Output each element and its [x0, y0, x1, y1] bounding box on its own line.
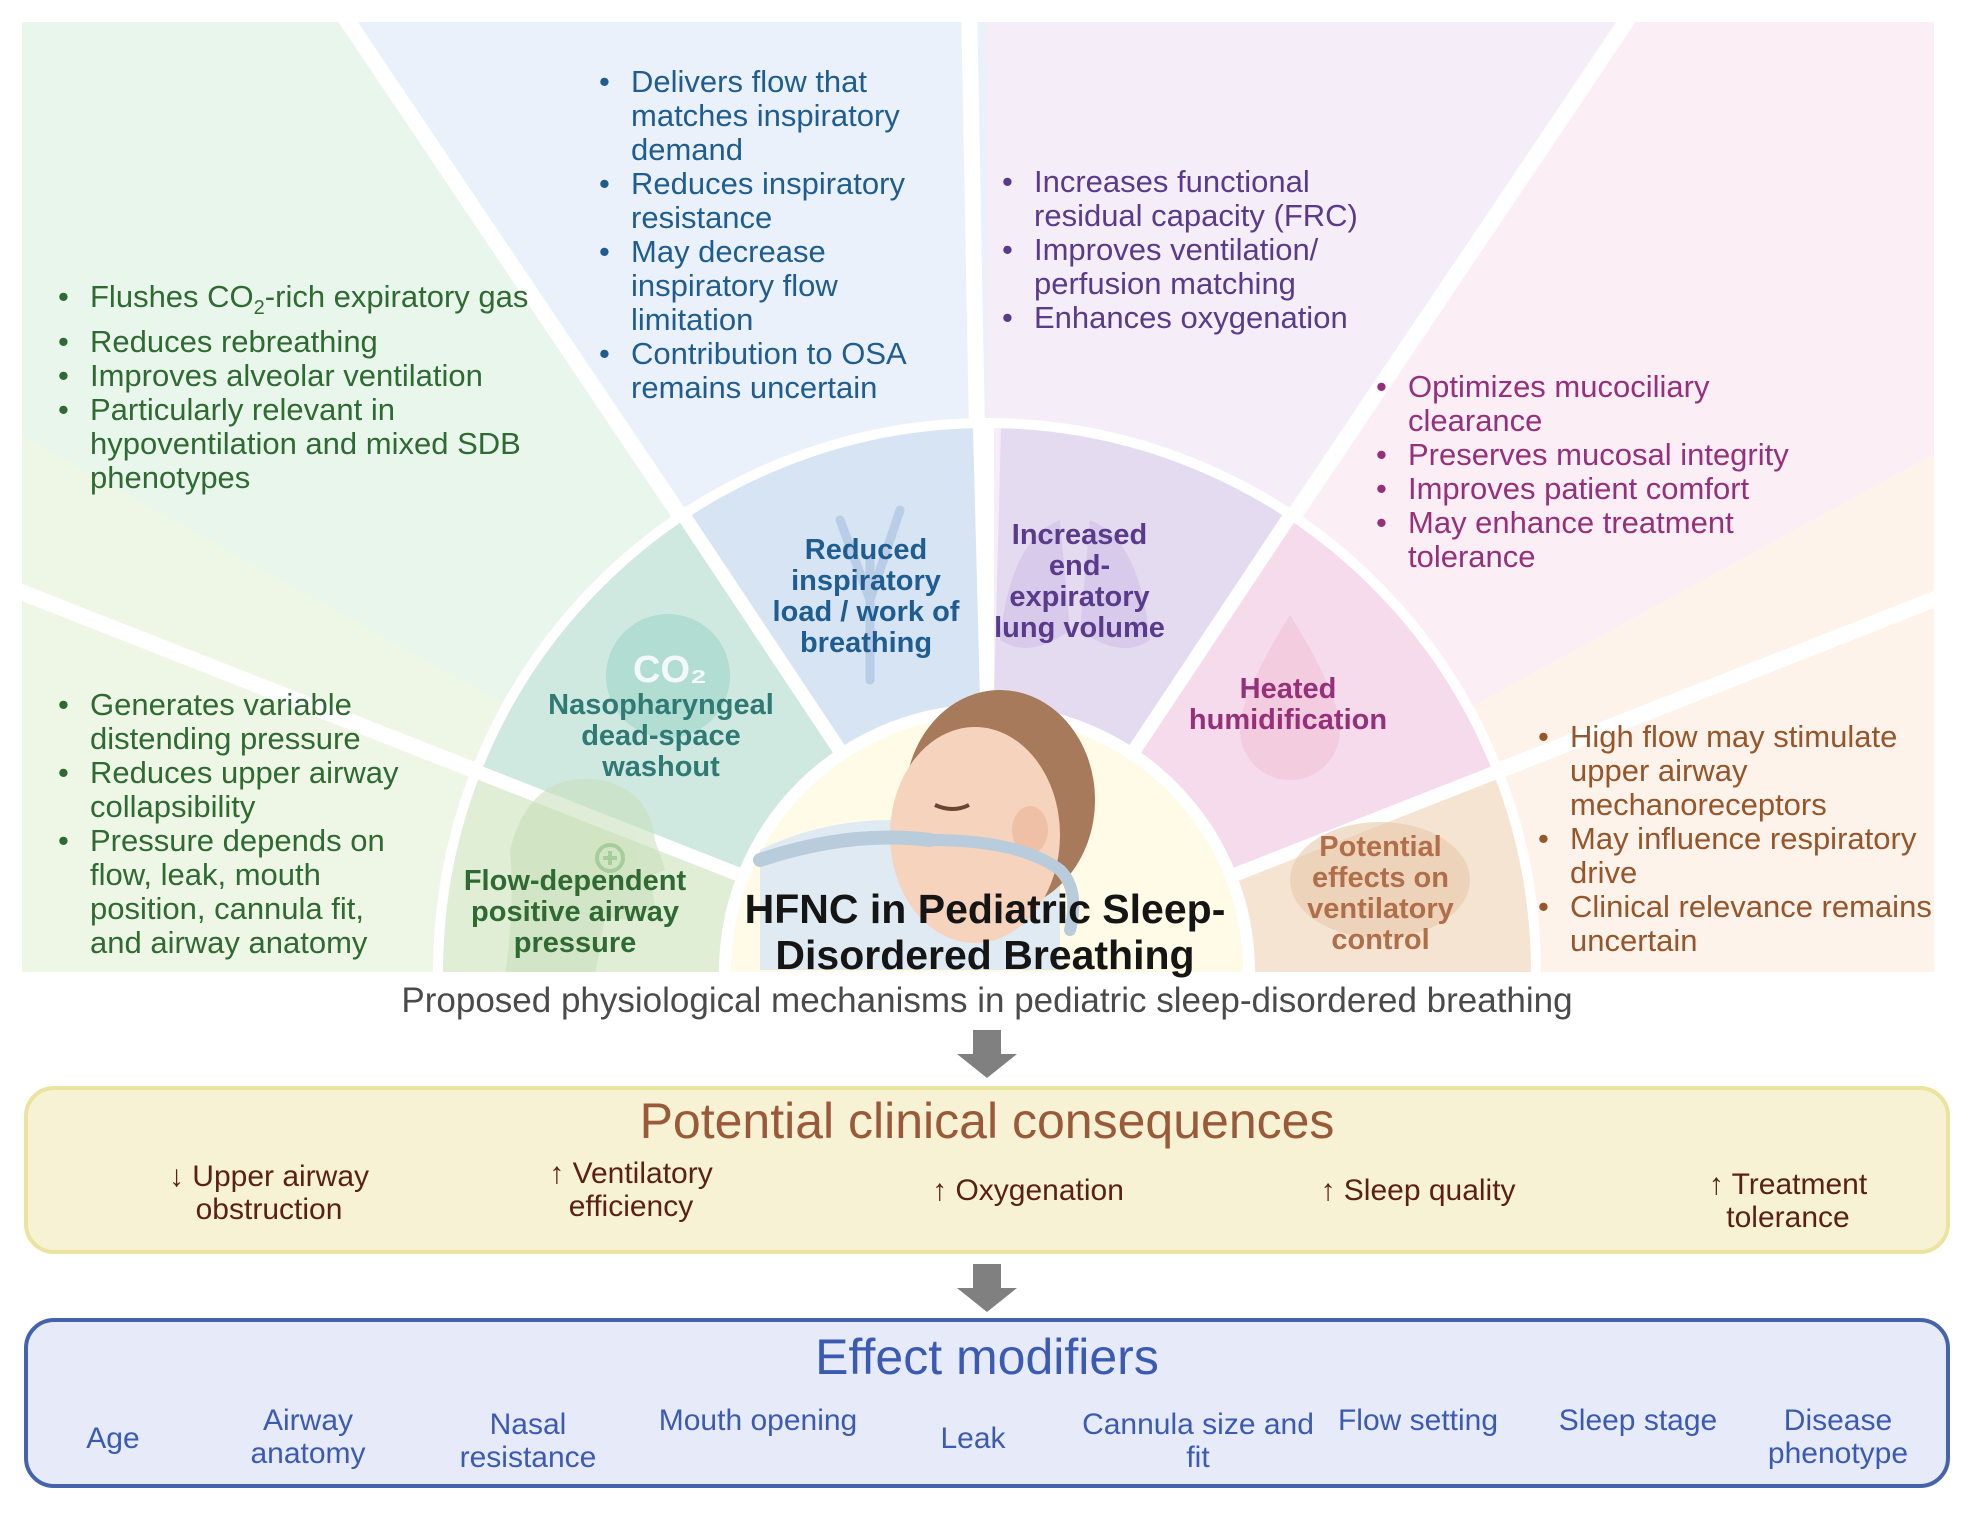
bullet: Increases functional residual capacity (… — [996, 165, 1376, 233]
bullet: Optimizes mucociliary clearance — [1370, 370, 1840, 438]
bullet: Flushes CO2-rich expiratory gas — [52, 280, 532, 325]
bullet: May influence respiratory drive — [1532, 822, 1932, 890]
consequence-item: ↑ Sleep quality — [1320, 1174, 1516, 1207]
consequences-title: Potential clinical consequences — [639, 1093, 1335, 1149]
modifier-item: Mouth opening — [658, 1404, 858, 1437]
bullet: Improves ventilation/ perfusion matching — [996, 233, 1376, 301]
ventilatory-control-bullets: High flow may stimulate upper airway mec… — [1532, 720, 1932, 958]
droplet-icon — [1240, 615, 1340, 780]
modifier-item: Age — [86, 1422, 140, 1455]
bullet-text: Flushes CO2-rich expiratory gas — [90, 279, 529, 320]
airway-head-icon — [505, 778, 665, 972]
bullet: Improves alveolar ventilation — [52, 359, 532, 394]
modifier-item: Flow setting — [1337, 1404, 1499, 1437]
segment-label-pressure: Flow-dependent positive airway pressure — [463, 865, 687, 959]
bullet: Preserves mucosal integrity — [1370, 438, 1840, 473]
bullet: Enhances oxygenation — [996, 301, 1376, 336]
modifier-item: Nasal resistance — [459, 1408, 597, 1474]
down-arrow-icon — [957, 1030, 1017, 1078]
consequence-item: ↑ Ventilatory efficiency — [549, 1157, 713, 1223]
bullet: Pressure depends on flow, leak, mouth po… — [52, 824, 412, 960]
bullet: Delivers flow that matches inspiratory d… — [593, 65, 953, 167]
segment-label-inspiratory: Reduced inspiratory load / work of breat… — [772, 534, 960, 659]
bullet: May decrease inspiratory flow limitation — [593, 235, 953, 337]
bullet: May enhance treatment tolerance — [1370, 506, 1840, 574]
bullet: Clinical relevance remains uncertain — [1532, 890, 1932, 958]
child-cannula-illustration — [753, 690, 1095, 970]
consequence-item: ↑ Oxygenation — [932, 1174, 1124, 1207]
modifiers-title: Effect modifiers — [815, 1329, 1159, 1385]
segment-label-ventilatory-control: Potential effects on ventilatory control — [1307, 831, 1454, 956]
modifier-item: Sleep stage — [1558, 1404, 1718, 1437]
down-arrow-icon — [957, 1264, 1017, 1312]
bullet: Improves patient comfort — [1370, 472, 1840, 507]
segment-label-humidification: Heated humidification — [1188, 673, 1388, 736]
humidification-bullets: Optimizes mucociliary clearance Preserve… — [1370, 370, 1840, 574]
inspiratory-bullets: Delivers flow that matches inspiratory d… — [593, 65, 953, 405]
bullet: Contribution to OSA remains uncertain — [593, 337, 953, 405]
bullet: Particularly relevant in hypoventilation… — [52, 393, 532, 495]
lungs-icon — [1000, 520, 1150, 648]
modifiers-box: Effect modifiers Age Airway anatomy Nasa… — [24, 1318, 1950, 1488]
subtitle: Proposed physiological mechanisms in ped… — [401, 981, 1573, 1020]
bullet: Reduces upper airway collapsibility — [52, 756, 412, 824]
brain-icon — [1290, 822, 1470, 938]
modifier-item: Airway anatomy — [250, 1404, 366, 1470]
modifier-item: Disease phenotype — [1767, 1404, 1909, 1470]
consequences-box: Potential clinical consequences ↓ Upper … — [24, 1086, 1950, 1254]
bullet: Reduces inspiratory resistance — [593, 167, 953, 235]
center-title: HFNC in Pediatric Sleep-Disordered Breat… — [744, 886, 1226, 978]
bullet: High flow may stimulate upper airway mec… — [1532, 720, 1932, 822]
lung-volume-bullets: Increases functional residual capacity (… — [996, 165, 1376, 336]
washout-bullets: Flushes CO2-rich expiratory gas Reduces … — [52, 280, 532, 495]
bullet: Generates variable distending pressure — [52, 688, 412, 756]
co2-bubble-icon — [606, 614, 730, 738]
modifier-item: Cannula size and fit — [1082, 1408, 1314, 1474]
co2-icon-label: CO₂ — [633, 649, 707, 691]
consequence-item: ↑ Treatment tolerance — [1708, 1168, 1868, 1234]
consequence-item: ↓ Upper airway obstruction — [168, 1160, 370, 1226]
modifier-item: Leak — [940, 1422, 1006, 1455]
bullet: Reduces rebreathing — [52, 325, 532, 360]
pressure-bullets: Generates variable distending pressure R… — [52, 688, 412, 960]
airway-tree-icon — [835, 505, 905, 685]
segment-label-lung-volume: Increased end-expiratory lung volume — [994, 519, 1165, 644]
segment-label-washout: Nasopharyngeal dead-space washout — [548, 689, 774, 783]
